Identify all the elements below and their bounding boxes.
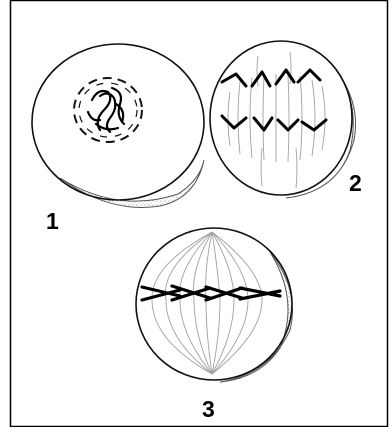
cell-3-shadow [220,252,293,382]
cell-1-label: 1 [46,210,59,233]
nuclear-envelope [74,78,142,142]
cell-2 [210,41,356,198]
metaphase-chromosomes [142,286,280,300]
cell-1-membrane [32,44,204,200]
cell-3 [136,228,293,382]
cell-2-membrane [210,41,352,195]
condensed-chromosomes [88,88,124,132]
spindle-fibers-3 [152,232,262,374]
cell-1 [32,44,204,207]
cell-2-label: 2 [349,172,362,195]
cell-3-membrane [136,228,292,380]
cell-3-label: 3 [202,398,215,421]
cell-1-shadow [60,160,204,207]
chromatids-upper [222,70,320,86]
